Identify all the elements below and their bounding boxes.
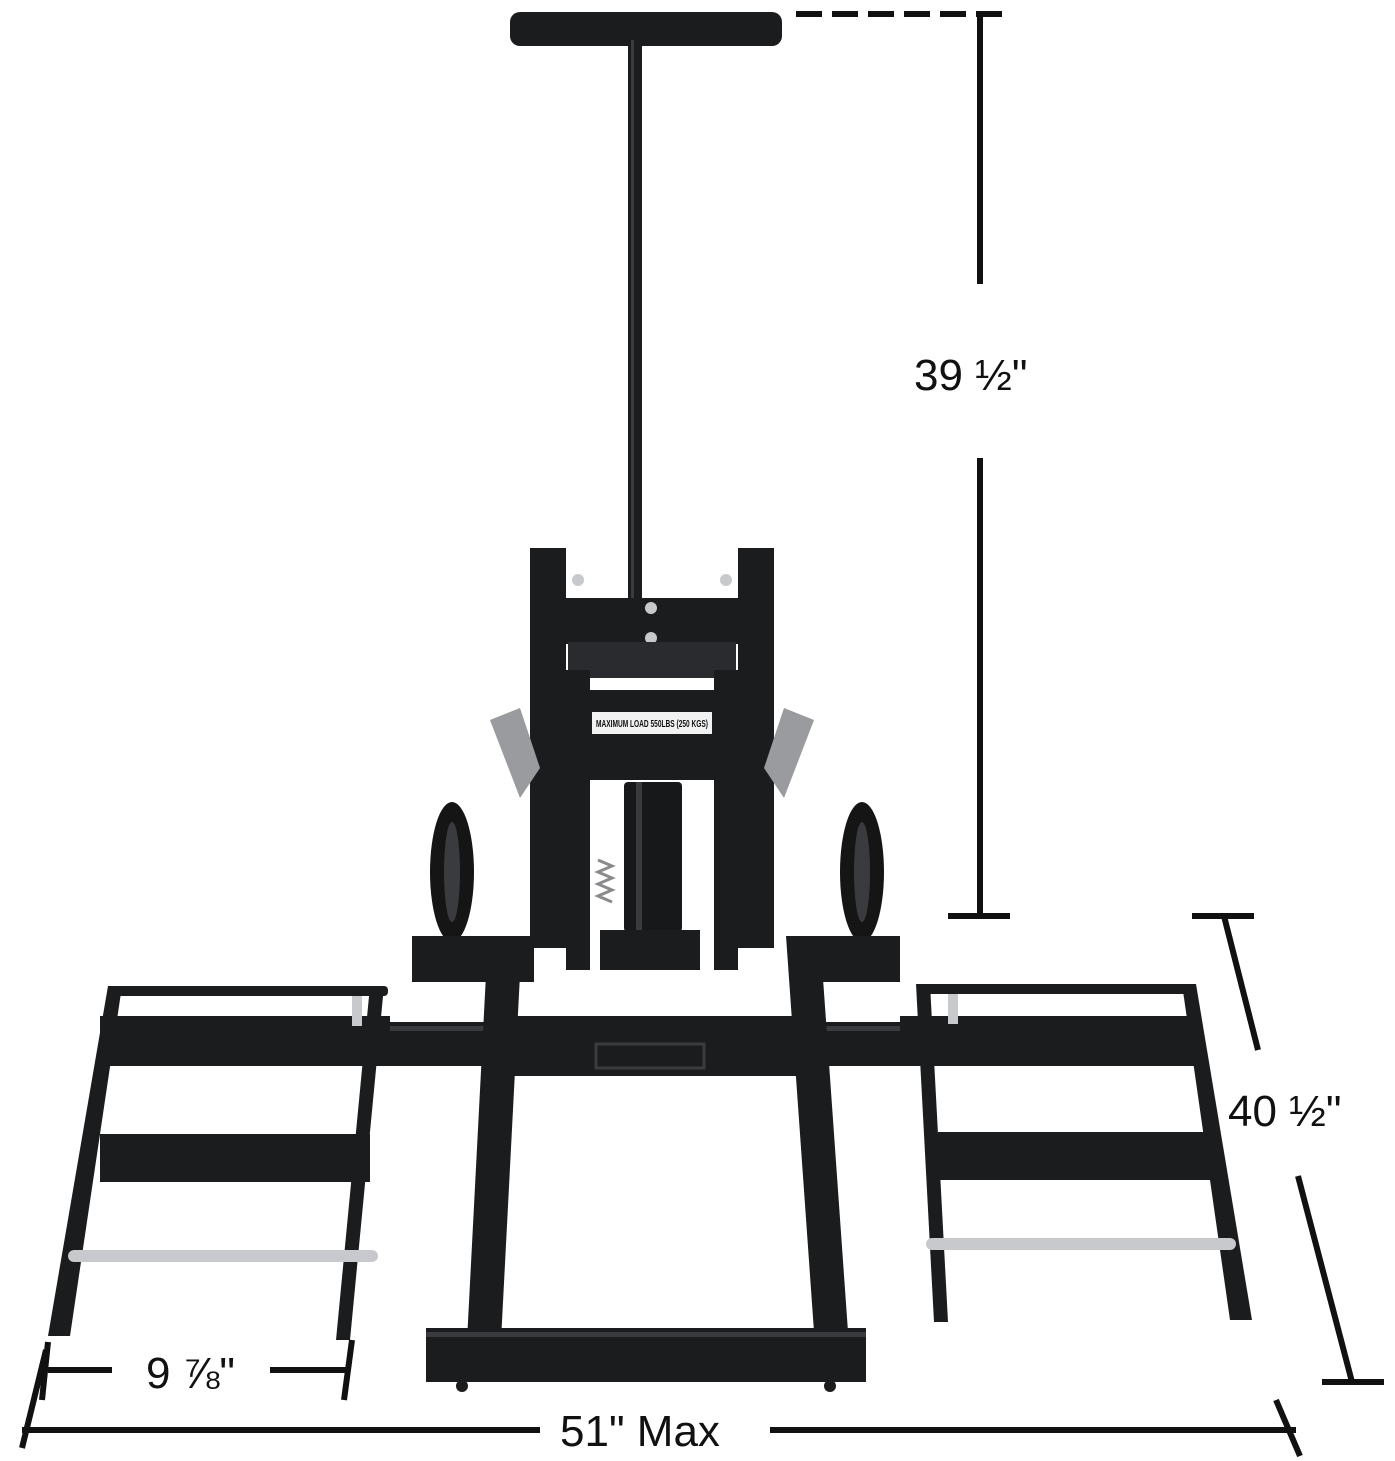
total-width-label: 51" Max	[560, 1407, 720, 1456]
height-label: 39 ½"	[914, 351, 1027, 400]
right-lift-arm	[900, 984, 1252, 1322]
bolt	[572, 574, 584, 586]
mast: MAXIMUM LOAD 550LBS (250 KGS)	[490, 548, 814, 970]
depth-line-top	[1221, 915, 1261, 1051]
bolt	[645, 602, 657, 614]
bolt	[720, 574, 732, 586]
right-rail	[786, 936, 850, 1360]
right-clip	[764, 708, 814, 798]
left-lift-arm	[48, 986, 390, 1340]
depth-label: 40 ½"	[1228, 1087, 1341, 1136]
left-post	[530, 548, 566, 948]
hydraulic-cylinder	[624, 782, 682, 932]
handle-shaft	[628, 40, 642, 600]
jack-base	[600, 930, 700, 970]
dimension-lines	[19, 11, 1384, 1458]
depth-line-bottom	[1295, 1175, 1355, 1383]
right-post	[738, 548, 774, 948]
right-arm-rod	[926, 1238, 1236, 1250]
bolt	[645, 632, 657, 644]
center-block	[490, 1016, 810, 1076]
base-frame	[380, 936, 940, 1392]
handle-grip	[510, 12, 782, 46]
spring	[594, 858, 616, 904]
load-decal-text: MAXIMUM LOAD 550LBS (250 KGS)	[596, 719, 708, 730]
left-rail	[466, 936, 522, 1360]
arm-width-label: 9 ⅞"	[146, 1349, 235, 1398]
left-clip	[490, 708, 540, 798]
load-decal	[592, 712, 712, 734]
left-arm-rod	[68, 1250, 378, 1262]
arm-width-cap-right	[341, 1339, 355, 1401]
center-handle	[594, 1042, 706, 1070]
handle	[510, 12, 782, 600]
